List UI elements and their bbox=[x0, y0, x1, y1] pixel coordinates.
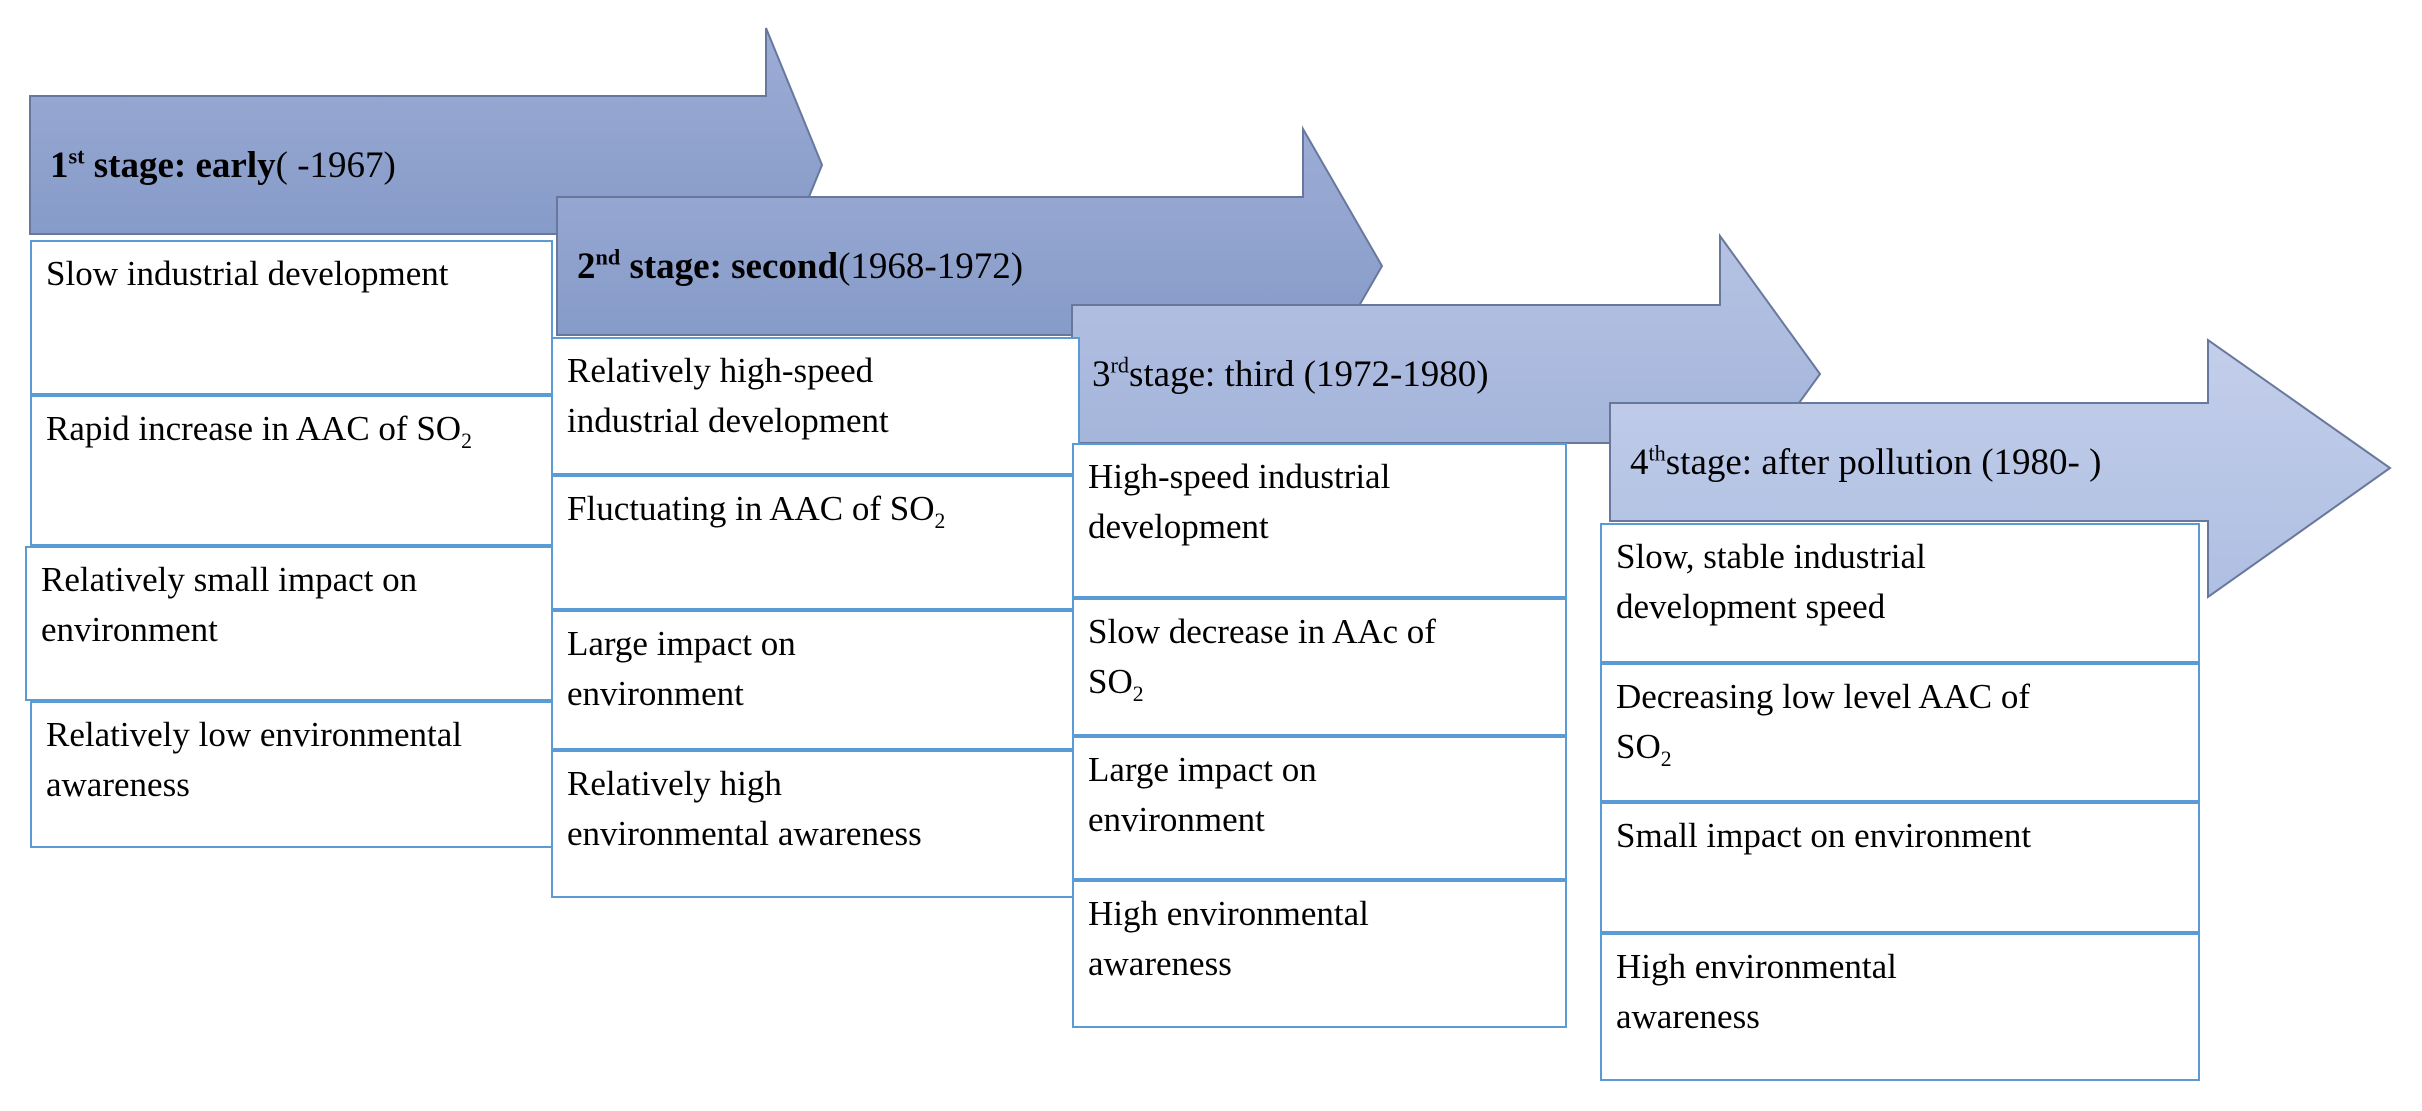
stage-1-title-period: ( -1967) bbox=[275, 144, 396, 186]
stage-1-title-bold: 1st stage: early bbox=[50, 143, 276, 186]
stage-1-ordinal: st bbox=[68, 143, 85, 169]
stage-3-ordinal: rd bbox=[1110, 352, 1129, 378]
stage-4-arrow bbox=[1609, 338, 2392, 599]
stage-3-item-4: High environmental awareness bbox=[1072, 880, 1567, 1028]
stage-4-ordinal: th bbox=[1648, 440, 1666, 466]
stage-3-item-1: High-speed industrial development bbox=[1072, 443, 1567, 598]
stage-4-item-3: Small impact on environment bbox=[1600, 802, 2200, 933]
stage-4-title-period: stage: after pollution (1980- ) bbox=[1665, 441, 2102, 483]
stage-4-item-1: Slow, stable industrial development spee… bbox=[1600, 523, 2200, 663]
stage-2-item-2: Fluctuating in AAC of SO2 bbox=[551, 475, 1080, 610]
stage-1-item-4: Relatively low environmental awareness bbox=[30, 701, 553, 848]
subscript: 2 bbox=[1660, 747, 1672, 771]
subscript: 2 bbox=[461, 429, 472, 453]
stage-3-title: 3rd stage: third (1972-1980) bbox=[1092, 305, 1489, 443]
stage-4-item-2: Decreasing low level AAC of SO2 bbox=[1600, 663, 2200, 802]
subscript: 2 bbox=[934, 509, 946, 533]
stage-2-item-4: Relatively high environmental awareness bbox=[551, 750, 1080, 898]
stage-4-item-4: High environmental awareness bbox=[1600, 933, 2200, 1081]
subscript: 2 bbox=[1132, 682, 1144, 706]
stage-2-item-1: Relatively high-speed industrial develop… bbox=[551, 337, 1080, 475]
stage-1-item-3: Relatively small impact on environment bbox=[25, 546, 553, 701]
stage-1-item-2: Rapid increase in AAC of SO2 bbox=[30, 395, 553, 546]
stage-3-item-3: Large impact on environment bbox=[1072, 736, 1567, 880]
stage-1-title: 1st stage: early ( -1967) bbox=[50, 96, 396, 234]
stage-1-item-1: Slow industrial development bbox=[30, 240, 553, 395]
stage-2-title-bold: 2nd stage: second bbox=[577, 244, 839, 287]
stage-3-title-text: 3rd bbox=[1092, 352, 1129, 395]
stage-2-title-period: (1968-1972) bbox=[838, 245, 1024, 287]
stage-2-title: 2nd stage: second (1968-1972) bbox=[577, 197, 1023, 335]
stage-3-title-period: stage: third (1972-1980) bbox=[1128, 353, 1489, 395]
stage-4-title: 4th stage: after pollution (1980- ) bbox=[1630, 403, 2101, 521]
stage-4-title-text: 4th bbox=[1630, 440, 1666, 483]
stage-2-ordinal: nd bbox=[595, 244, 621, 270]
stage-2-item-3: Large impact on environment bbox=[551, 610, 1080, 750]
stage-3-item-2: Slow decrease in AAc of SO2 bbox=[1072, 598, 1567, 736]
